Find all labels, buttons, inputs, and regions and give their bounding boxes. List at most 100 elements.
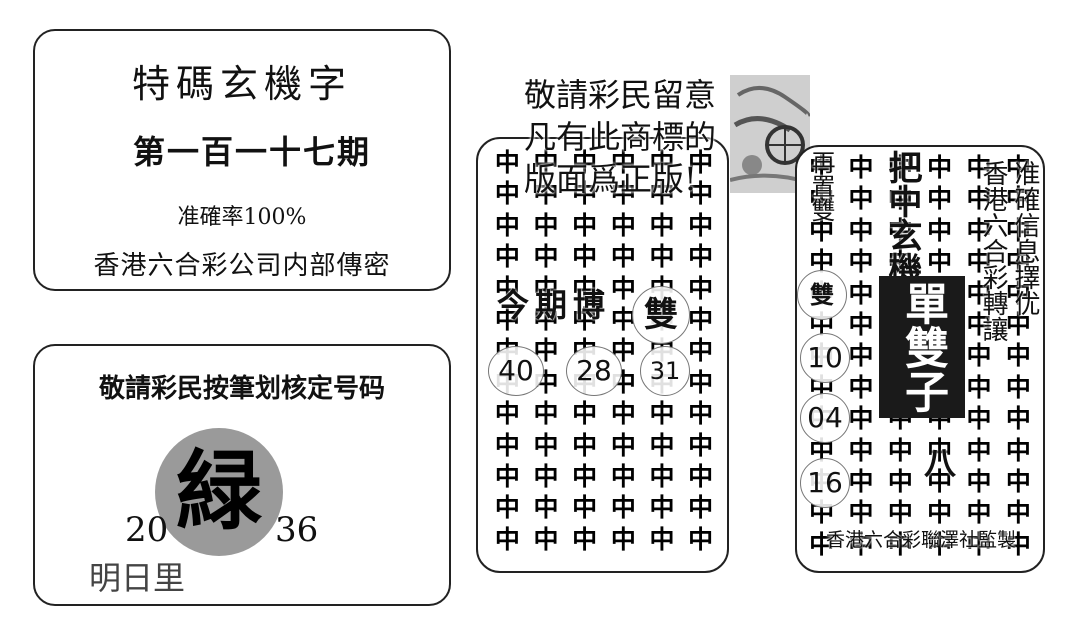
grid-character: 中 <box>649 430 675 460</box>
vertical-label-left: 再置雙 <box>807 150 835 222</box>
grid-character: 中 <box>966 184 992 214</box>
grid-character: 中 <box>572 210 598 240</box>
vertical-title: 把中玄機 <box>882 150 922 286</box>
grid-character: 中 <box>688 148 714 177</box>
grid-character: 中 <box>610 242 636 272</box>
grid-character: 中 <box>1005 529 1031 559</box>
grid-character: 中 <box>610 430 636 460</box>
grid-character: 中 <box>848 247 874 277</box>
number-right: 36 <box>275 510 319 550</box>
grid-character: 中 <box>572 399 598 429</box>
number-ball: 28 <box>566 346 622 396</box>
grid-character: 中 <box>688 430 714 460</box>
grid-character: 中 <box>572 493 598 523</box>
grid-character: 中 <box>649 148 675 177</box>
grid-character: 中 <box>494 524 520 554</box>
grid-character: 中 <box>966 372 992 402</box>
grid-character: 中 <box>1005 153 1031 182</box>
color-circle: 緑 <box>155 428 283 556</box>
grid-character: 中 <box>1005 184 1031 214</box>
grid-character: 中 <box>688 524 714 554</box>
grid-character: 中 <box>688 461 714 491</box>
grid-character: 中 <box>494 210 520 240</box>
grid-character: 中 <box>610 399 636 429</box>
right-column-1: 准確信息擇优 <box>1010 160 1040 316</box>
grid-character: 中 <box>1005 341 1031 371</box>
grid-character: 中 <box>494 399 520 429</box>
grid-character: 中 <box>610 179 636 209</box>
grid-character: 中 <box>809 215 835 245</box>
grid-character: 中 <box>848 184 874 214</box>
grid-character: 中 <box>494 493 520 523</box>
grid-character: 中 <box>848 466 874 496</box>
grid-character: 中 <box>610 524 636 554</box>
grid-character: 中 <box>966 215 992 245</box>
grid-character: 中 <box>494 304 520 334</box>
grid-character: 中 <box>494 273 520 303</box>
grid-character: 中 <box>533 304 559 334</box>
grid-character: 中 <box>494 461 520 491</box>
grid-character: 中 <box>887 435 913 465</box>
grid-character: 中 <box>649 179 675 209</box>
number-ball: 10 <box>800 333 850 383</box>
grid-character: 中 <box>649 242 675 272</box>
grid-character: 中 <box>966 404 992 434</box>
grid-character: 中 <box>610 148 636 177</box>
grid-character: 中 <box>1005 278 1031 308</box>
grid-character: 中 <box>533 242 559 272</box>
grid-character: 中 <box>533 524 559 554</box>
grid-character: 中 <box>572 430 598 460</box>
grid-character: 中 <box>610 304 636 334</box>
odd-even-box: 單雙子 <box>879 276 965 418</box>
grid-character: 中 <box>494 430 520 460</box>
grid-character: 中 <box>927 529 953 559</box>
grid-character: 中 <box>927 466 953 496</box>
grid-character: 中 <box>533 210 559 240</box>
color-hint-panel: 敬請彩民按筆划核定号码 緑 20 36 明日里 <box>33 344 451 606</box>
grid-character: 中 <box>966 466 992 496</box>
grid-character: 中 <box>649 461 675 491</box>
grid-character: 中 <box>966 529 992 559</box>
grid-character: 中 <box>572 273 598 303</box>
grid-character: 中 <box>927 247 953 277</box>
panel-notice: 敬請彩民按筆划核定号码 <box>98 374 385 404</box>
grid-character: 中 <box>1005 309 1031 339</box>
accuracy-text: 准確率100% <box>177 205 307 230</box>
grid-character: 中 <box>688 242 714 272</box>
grid-character: 中 <box>848 404 874 434</box>
grid-character: 中 <box>649 399 675 429</box>
grid-character: 中 <box>533 493 559 523</box>
grid-character: 中 <box>649 493 675 523</box>
grid-character: 中 <box>927 498 953 528</box>
grid-character: 中 <box>1005 435 1031 465</box>
grid-character: 中 <box>927 215 953 245</box>
grid-character: 中 <box>848 372 874 402</box>
grid-character: 中 <box>688 304 714 334</box>
grid-character: 中 <box>848 435 874 465</box>
number-ball: 16 <box>800 458 850 508</box>
color-word: 緑 <box>176 441 262 542</box>
grid-character: 中 <box>1005 404 1031 434</box>
grid-character: 中 <box>848 215 874 245</box>
grid-character: 中 <box>610 461 636 491</box>
grid-character: 中 <box>848 309 874 339</box>
odd-even-text: 單雙子 <box>897 281 948 413</box>
grid-character: 中 <box>966 498 992 528</box>
grid-character: 中 <box>848 529 874 559</box>
grid-character: 中 <box>494 242 520 272</box>
card-footer: 香港六合彩聯澤社監製 <box>826 529 1017 551</box>
number-left: 20 <box>125 510 169 550</box>
grid-character: 中 <box>688 336 714 366</box>
grid-character: 中 <box>848 278 874 308</box>
grid-character: 中 <box>966 247 992 277</box>
grid-character: 中 <box>887 184 913 214</box>
grid-character: 中 <box>688 367 714 397</box>
grid-character: 中 <box>927 184 953 214</box>
grid-character: 中 <box>533 399 559 429</box>
badge-circle-right: 雙 <box>797 270 847 320</box>
grid-character: 中 <box>887 215 913 245</box>
grid-character: 中 <box>966 153 992 182</box>
grid-character: 中 <box>533 179 559 209</box>
hint-text: 明日里 <box>89 559 186 597</box>
number-ball: 04 <box>800 393 850 443</box>
